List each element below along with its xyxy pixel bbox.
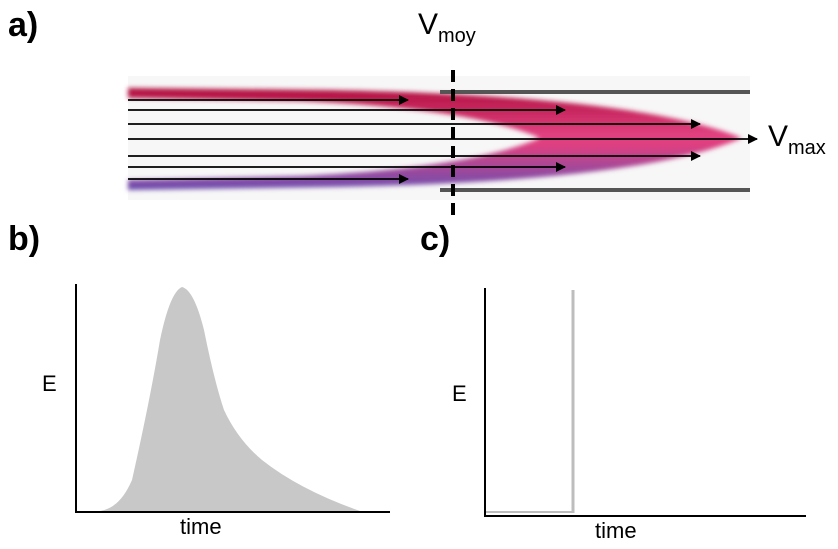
panel-label-b: b) (8, 220, 41, 258)
velocity-profile (128, 88, 742, 190)
v-moy-symbol: V (418, 8, 439, 41)
plot-b-distribution-curve (78, 287, 360, 512)
plot-b (75, 284, 390, 513)
plot-c-xlabel: time (595, 518, 637, 543)
v-max-subscript: max (788, 137, 826, 159)
plot-c-ylabel: E (452, 381, 467, 406)
plot-c (484, 288, 806, 517)
v-max-label: Vmax (768, 122, 826, 163)
panel-label-a: a) (8, 6, 39, 44)
pipe-flow-diagram (128, 70, 758, 215)
v-moy-subscript: moy (438, 25, 476, 47)
plot-b-ylabel: E (42, 371, 57, 396)
v-max-symbol: V (768, 120, 789, 153)
panel-label-c: c) (420, 220, 451, 258)
v-moy-label: Vmoy (418, 10, 476, 51)
plot-b-xlabel: time (180, 514, 222, 539)
